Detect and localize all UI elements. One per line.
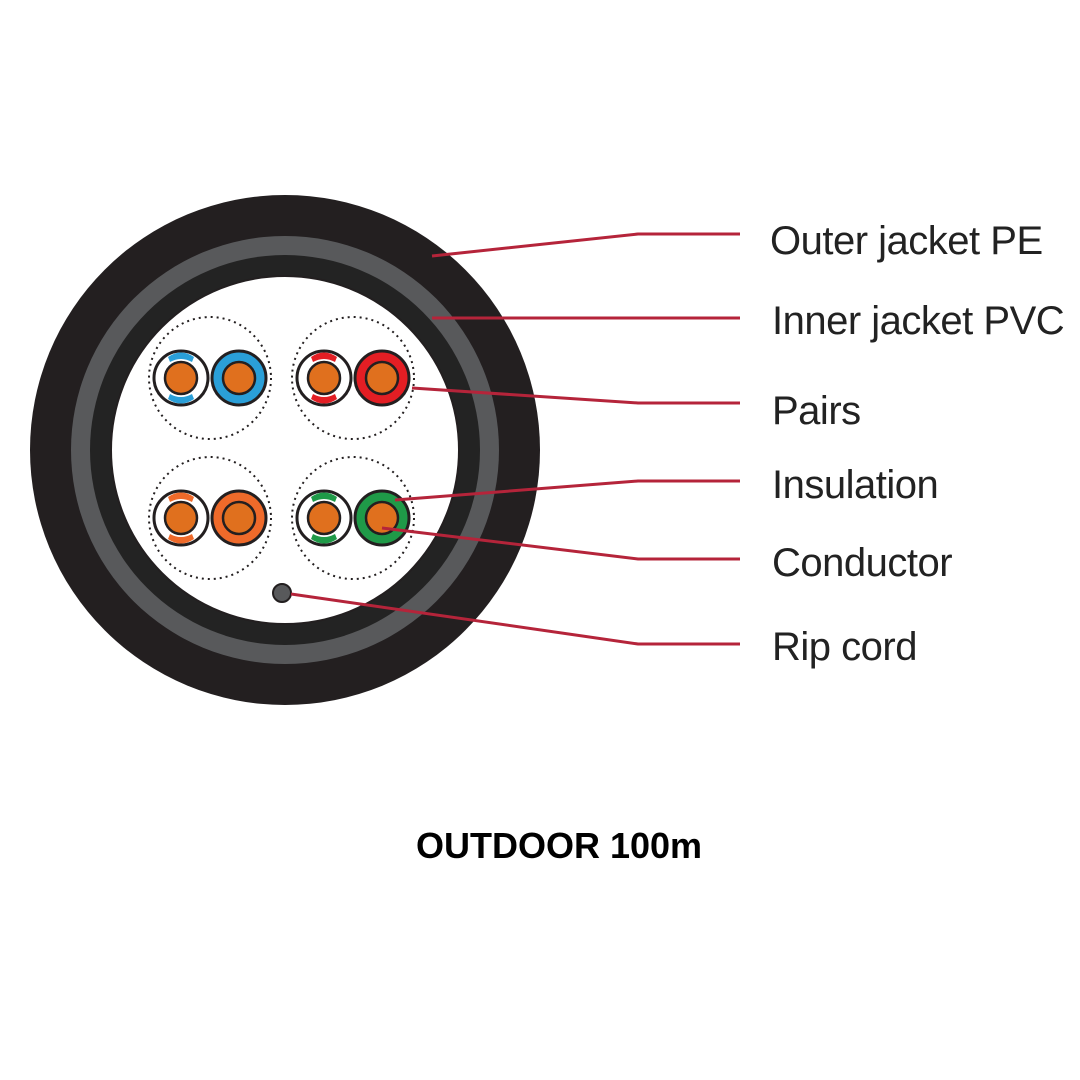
white-green-stripe-bottom [311, 534, 337, 544]
white-orange-stripe-top [168, 492, 194, 502]
label-insulation: Insulation [772, 463, 938, 507]
cable-core [110, 275, 460, 625]
white-green-conductor [306, 500, 342, 536]
pair-binder-green [291, 456, 415, 580]
label-inner-jacket: Inner jacket PVC [772, 299, 1064, 343]
label-conductor: Conductor [772, 541, 952, 585]
label-outer-jacket: Outer jacket PE [770, 219, 1043, 263]
label-rip-cord: Rip cord [772, 625, 917, 669]
red-conductor [364, 360, 400, 396]
white-blue-stripe-bottom [168, 394, 194, 404]
rip-cord [272, 583, 292, 603]
white-red-stripe-bottom [311, 394, 337, 404]
blue-conductor [221, 360, 257, 396]
pair-binder-orange [148, 456, 272, 580]
orange-conductor [221, 500, 257, 536]
white-orange-stripe-bottom [168, 534, 194, 544]
white-red-conductor [306, 360, 342, 396]
leader-line-insulation [394, 479, 740, 502]
leader-line-conductor [381, 526, 740, 561]
white-red-stripe-top [311, 352, 337, 362]
white-blue-conductor [163, 360, 199, 396]
green-conductor [364, 500, 400, 536]
leader-line-pairs [411, 386, 740, 405]
leader-lines [290, 232, 740, 646]
white-green-stripe-top [311, 492, 337, 502]
diagram-caption: OUTDOOR 100m [416, 825, 702, 866]
leader-line-rip-cord [290, 592, 740, 646]
white-blue-stripe-top [168, 352, 194, 362]
pair-binder-red [291, 316, 415, 440]
label-pairs: Pairs [772, 389, 861, 433]
leader-line-outer-jacket [431, 232, 740, 258]
twisted-pairs [148, 316, 415, 580]
white-orange-conductor [163, 500, 199, 536]
pair-binder-blue [148, 316, 272, 440]
